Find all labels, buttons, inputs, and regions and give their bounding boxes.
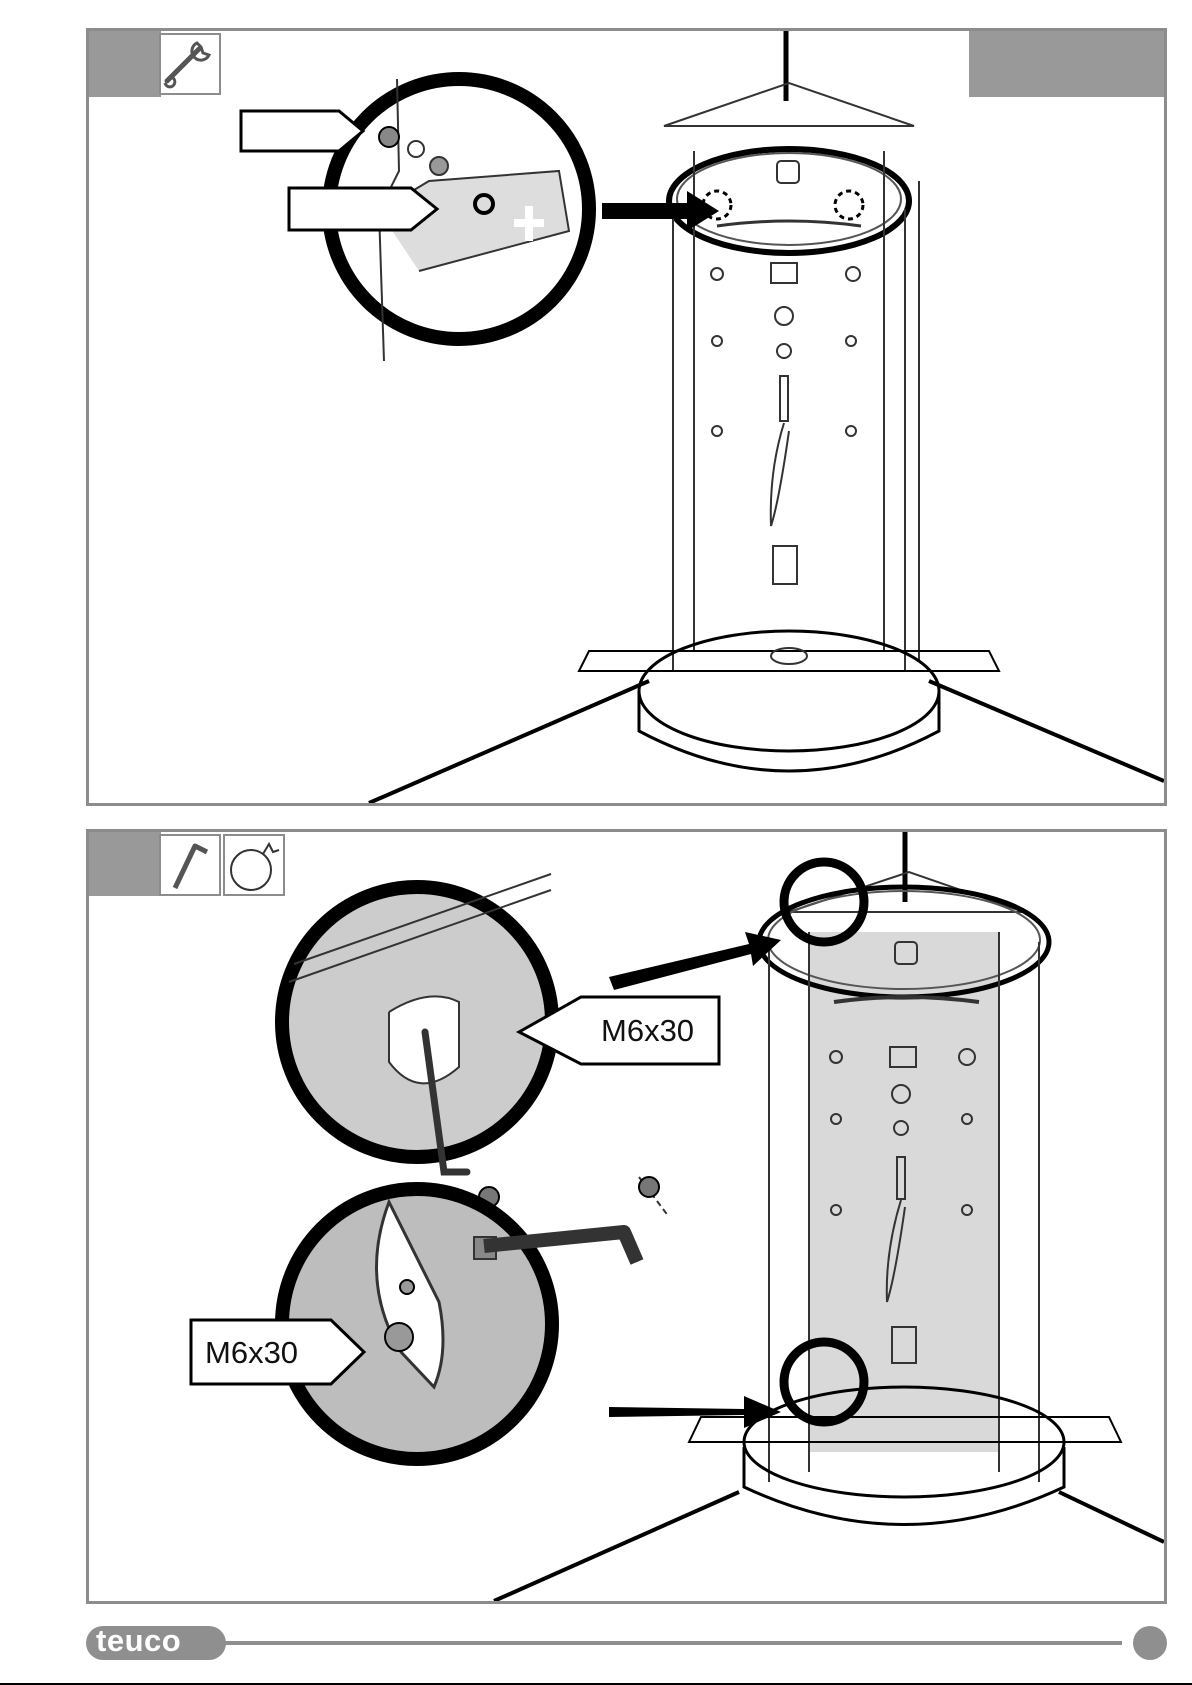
- callout-label-upper: M6x30: [601, 1013, 694, 1049]
- callout-label-lower: M6x30: [205, 1335, 298, 1371]
- brand-logo: teuco: [86, 1626, 226, 1660]
- footer-divider: [222, 1641, 1122, 1645]
- step-panel-1: [86, 28, 1167, 806]
- shower-illustration-2: [89, 832, 1164, 1601]
- shower-illustration-1: [89, 31, 1164, 803]
- brand-logo-text: teuco: [96, 1623, 181, 1659]
- step-panel-2: M6x30 M6x30: [86, 829, 1167, 1604]
- callout-empty-2: [289, 188, 437, 230]
- page-marker-dot: [1133, 1626, 1167, 1660]
- callout-empty-1: [241, 111, 363, 151]
- page-footer: teuco: [86, 1622, 1167, 1662]
